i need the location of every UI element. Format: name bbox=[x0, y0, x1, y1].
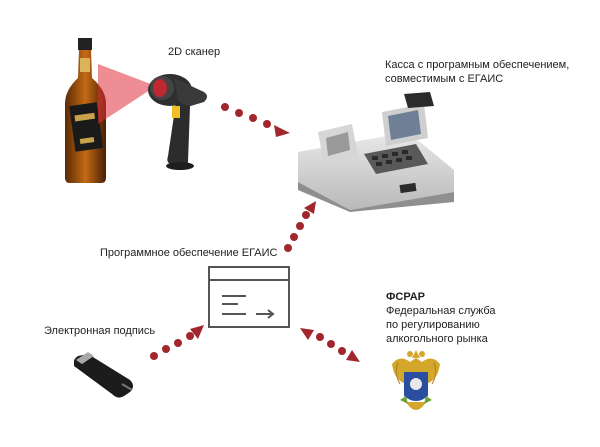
cash-register-label: Касса с програмным обеспечением, совмест… bbox=[385, 58, 569, 86]
cash-register-label-line2: совместимым с ЕГАИС bbox=[385, 73, 504, 85]
usb-token-icon bbox=[74, 352, 133, 398]
connector-scanner-to-cash bbox=[221, 103, 290, 137]
laser-beam bbox=[98, 64, 156, 124]
cash-register-label-line1: Касса с програмным обеспечением, bbox=[385, 59, 570, 71]
fsrar-label: ФСРАР Федеральная служба по регулировани… bbox=[386, 290, 496, 346]
barcode-scanner-icon bbox=[148, 74, 207, 170]
esign-label: Электронная подпись bbox=[44, 325, 156, 337]
egais-software-label: Программное обеспечение ЕГАИС bbox=[100, 247, 278, 259]
fsrar-title: ФСРАР bbox=[386, 291, 425, 303]
fsrar-line3: алкогольного рынка bbox=[386, 333, 488, 345]
fsrar-emblem-icon bbox=[392, 350, 440, 410]
cash-register-icon bbox=[298, 92, 454, 212]
scanner-label: 2D сканер bbox=[168, 46, 221, 58]
whisky-bottle-icon bbox=[65, 38, 106, 183]
connector-software-fsrar bbox=[300, 328, 360, 362]
connector-software-to-cash bbox=[284, 201, 316, 252]
fsrar-line1: Федеральная служба bbox=[386, 305, 496, 317]
software-window-icon bbox=[208, 266, 290, 328]
fsrar-line2: по регулированию bbox=[386, 319, 480, 331]
connector-esign-to-software bbox=[150, 325, 204, 360]
